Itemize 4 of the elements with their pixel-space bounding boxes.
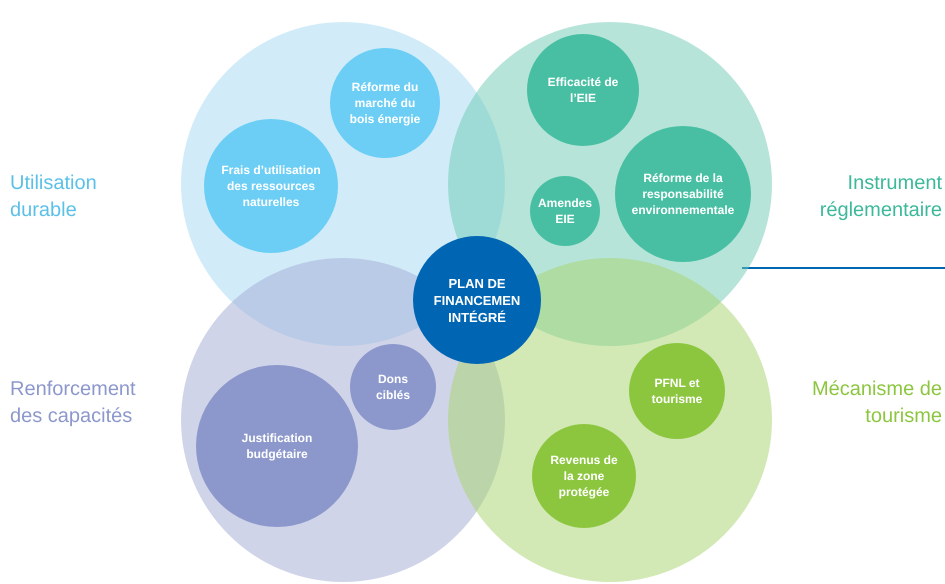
category-heading: Renforcement des capacités	[10, 377, 137, 429]
category-heading: Mécanisme de tourisme	[810, 377, 942, 429]
category-heading: Utilisation durable	[10, 171, 98, 223]
category-heading: Instrument réglementaire	[818, 171, 942, 223]
